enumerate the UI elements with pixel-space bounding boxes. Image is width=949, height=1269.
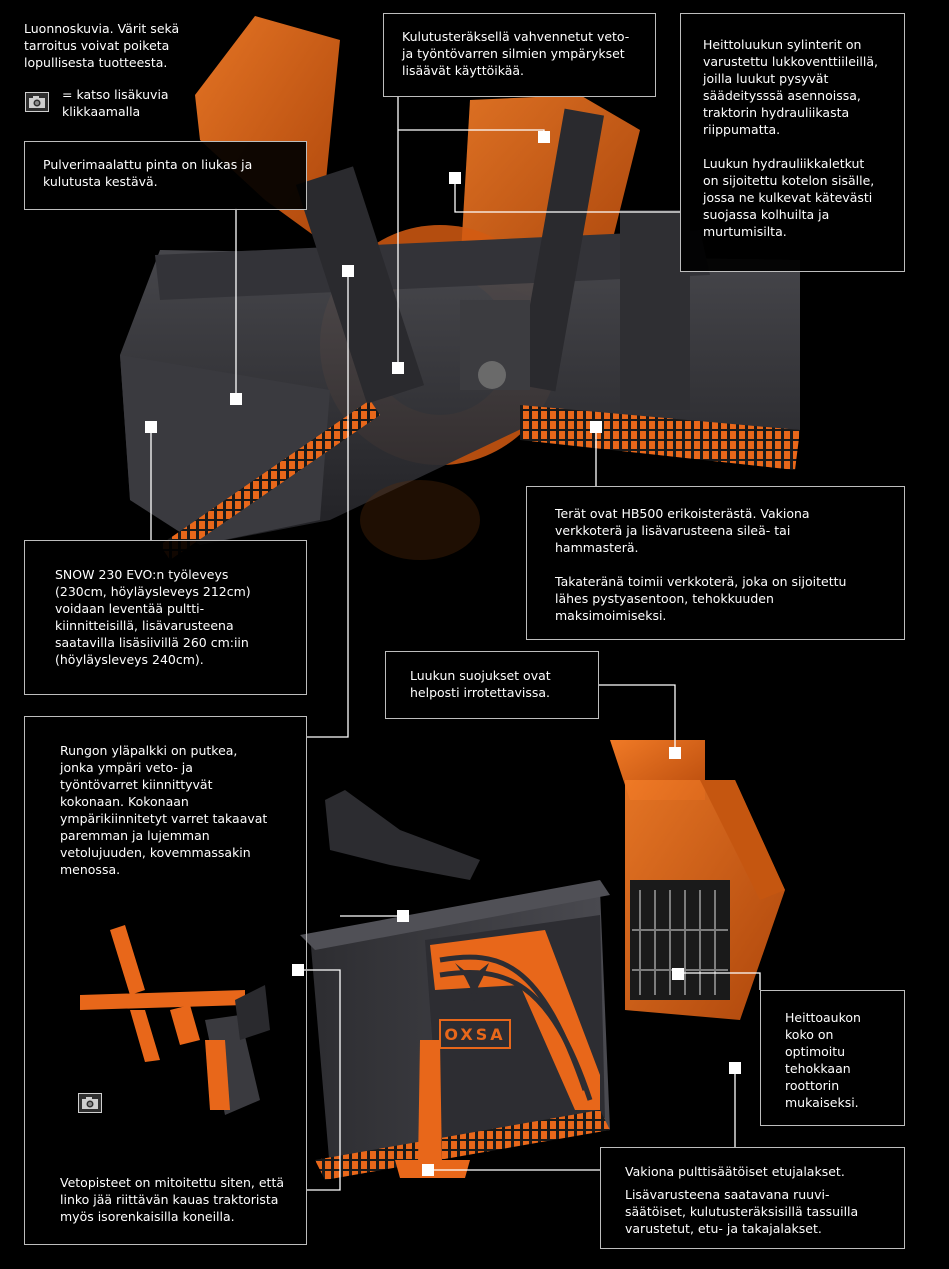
- more-images-camera-icon[interactable]: [78, 1093, 102, 1113]
- rear-view-illustration: [120, 16, 800, 560]
- oxsa-logo-text: OXSA: [444, 1025, 505, 1044]
- camera-icon: [25, 92, 49, 112]
- hotspot-hitch-top[interactable]: [397, 910, 409, 922]
- callout-width-text: SNOW 230 EVO:n työleveys (230cm, höyläys…: [55, 567, 251, 667]
- callout-blades: Terät ovat HB500 erikoisterästä. Vakiona…: [526, 486, 905, 640]
- callout-surface: Pulverimaalattu pinta on liukas ja kulut…: [24, 141, 307, 210]
- callout-cylinders-text-2: Luukun hydrauliikkaletkut on sijoitettu …: [703, 156, 875, 239]
- hotspot-outlet-2[interactable]: [729, 1062, 741, 1074]
- callout-legs-text-2: Lisävarusteena saatavana ruuvi-säätöiset…: [625, 1187, 859, 1236]
- callout-blades-text-1: Terät ovat HB500 erikoisterästä. Vakiona…: [555, 506, 810, 555]
- hotspot-guards[interactable]: [669, 747, 681, 759]
- callout-legs: Vakiona pulttisäätöiset etujalakset. Lis…: [600, 1147, 905, 1249]
- connector-lines: [150, 96, 761, 1191]
- hotspot-blades[interactable]: [590, 421, 602, 433]
- callout-cylinders: Heittoluukun sylinterit on varustettu lu…: [680, 13, 905, 272]
- hotspot-arm-eyes[interactable]: [538, 131, 550, 143]
- hotspot-hitch-side[interactable]: [292, 964, 304, 976]
- hotspot-frame-top[interactable]: [342, 265, 354, 277]
- callout-width: SNOW 230 EVO:n työleveys (230cm, höyläys…: [24, 540, 307, 695]
- hotspot-width[interactable]: [145, 421, 157, 433]
- callout-legs-text-1: Vakiona pulttisäätöiset etujalakset.: [625, 1164, 845, 1179]
- hitch-parts-thumbnail: [80, 925, 270, 1115]
- hotspot-legs[interactable]: [422, 1164, 434, 1176]
- callout-outlet-text: Heittoaukon koko on optimoitu tehokkaan …: [785, 1010, 861, 1110]
- front-view-illustration: OXSA: [300, 740, 785, 1180]
- disclaimer-text: Luonnoskuvia. Värit sekä tarroitus voiva…: [24, 21, 180, 70]
- callout-cylinders-text-1: Heittoluukun sylinterit on varustettu lu…: [703, 37, 878, 137]
- callout-frame-text: Rungon yläpalkki on putkea, jonka ympäri…: [60, 743, 268, 877]
- oxsa-bull-logo: [455, 963, 489, 1001]
- callout-frame: Rungon yläpalkki on putkea, jonka ympäri…: [24, 716, 307, 1245]
- callout-outlet: Heittoaukon koko on optimoitu tehokkaan …: [760, 990, 905, 1126]
- callout-surface-text: Pulverimaalattu pinta on liukas ja kulut…: [43, 157, 253, 189]
- hotspot-surface[interactable]: [230, 393, 242, 405]
- legend-text: = katso lisäkuvia klikkaamalla: [62, 87, 169, 119]
- callout-guards-text: Luukun suojukset ovat helposti irrotetta…: [410, 668, 551, 700]
- hotspot-outlet[interactable]: [672, 968, 684, 980]
- callout-hitch-text: Vetopisteet on mitoitettu siten, että li…: [60, 1175, 284, 1224]
- callout-arms: Kulutusteräksellä vahvennetut veto- ja t…: [383, 13, 656, 97]
- hotspot-cylinders[interactable]: [449, 172, 461, 184]
- callout-guards: Luukun suojukset ovat helposti irrotetta…: [385, 651, 599, 719]
- hotspot-arm-eyes-2[interactable]: [392, 362, 404, 374]
- callout-blades-text-2: Takateränä toimii verkkoterä, joka on si…: [555, 574, 847, 623]
- callout-arms-text: Kulutusteräksellä vahvennetut veto- ja t…: [402, 29, 630, 78]
